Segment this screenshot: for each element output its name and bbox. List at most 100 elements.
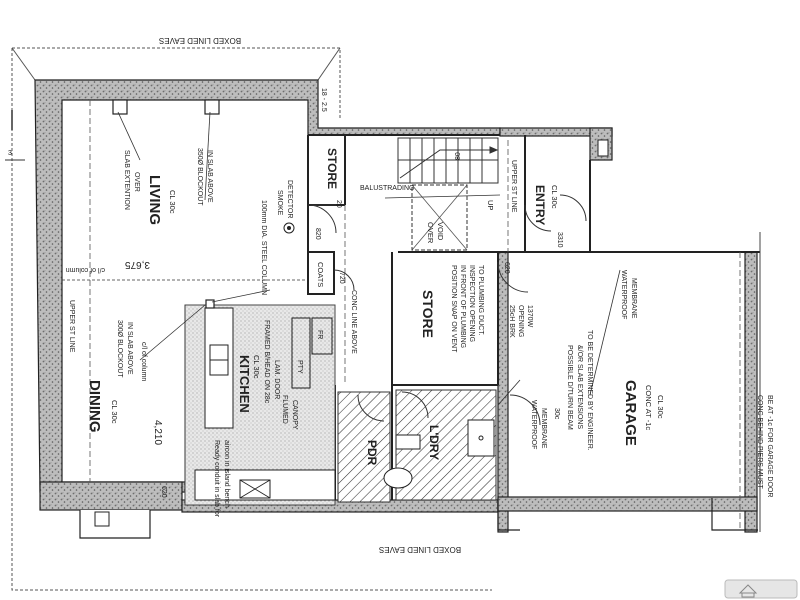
smoke-detector-icon-inner (287, 226, 291, 230)
store-upper-label: STORE (325, 148, 339, 189)
fridge-label: FR (316, 330, 323, 339)
toilet-bowl (383, 467, 413, 489)
kitchen-label: KITCHEN (237, 355, 252, 413)
garage-ceiling: CL 30c (656, 395, 665, 419)
garage-note-2: BE AT -1c FOR GARAGE DOOR (766, 395, 773, 497)
steel-column (205, 299, 215, 309)
dim-20: 20 (335, 200, 342, 208)
kitchen-canopy-note-2: CANOPY (291, 400, 298, 430)
dim-80: 80 (455, 152, 462, 160)
garage-pier (497, 498, 520, 531)
garage-note-1: CONC BEHIND PIERS MUST (756, 395, 763, 489)
store-note-4: TO PLUMBING DUCT. (477, 265, 484, 336)
waterproof-garage-2: MEMBRANE (630, 278, 637, 319)
void-area (411, 184, 468, 251)
smoke-detector-text: SMOKE (276, 190, 283, 216)
brick-opening-3: 1370W (526, 305, 533, 328)
blockout-column (112, 99, 128, 115)
door-swings (307, 194, 587, 426)
aircon-note-2: aircon in island bench (223, 440, 230, 508)
store-note-1: POSITION SNAP ON VENT (450, 265, 457, 353)
dim-720: 720 (338, 272, 345, 284)
living-label: LIVING (146, 175, 163, 225)
laundry-tub (467, 419, 495, 457)
dining-ceiling: CL 30c (110, 400, 119, 424)
upper-st-line-left: UPPER ST LINE (68, 300, 75, 353)
pantry-box (291, 317, 311, 389)
laundry-tub-drain (478, 435, 484, 441)
dim-3675-label: 3,675 (125, 259, 150, 270)
aircon-note: Ready conduit in slab for (213, 440, 220, 518)
kitchen-ceiling: CL 30c (252, 355, 261, 379)
waterproof-laundry-1: WATERPROOF (530, 400, 537, 449)
void-over-label: VOID (436, 222, 445, 241)
waterproof-laundry-2: MEMBRANE (540, 408, 547, 449)
smoke-detector-text-2: DETECTOR (286, 180, 293, 218)
eaves-diagonal (11, 47, 36, 81)
leader-lines (117, 111, 621, 406)
eaves-outline (11, 48, 492, 591)
blockout-300-note: 300Ø BLOCKOUT (116, 320, 123, 378)
pdr-label: PDR (365, 440, 379, 466)
balustrading-note: BALUSTRADING (360, 185, 414, 192)
brick-opening-2: OPENING (517, 305, 524, 337)
dining-label: DINING (86, 380, 103, 433)
entry-column (597, 139, 609, 157)
pdr-hatch (337, 391, 391, 503)
col-of-column-label: c/l of column (66, 266, 105, 273)
eaves-diagonal (317, 47, 341, 81)
brick-opening-1: 25cH BRK (508, 305, 515, 338)
garage-right-wall (744, 251, 758, 533)
living-ceiling: CL 30c (168, 190, 177, 214)
waterproof-garage-1: WATERPROOF (620, 270, 627, 319)
blockout-column (204, 99, 220, 115)
coats-label: COATS (316, 262, 325, 287)
kitchen-bench-note-2: LAM. DOOR (273, 360, 280, 399)
toilet-cistern (395, 434, 421, 450)
entry-label: ENTRY (533, 185, 547, 225)
in-slab-above-2-note: IN SLAB ABOVE (126, 322, 133, 375)
cooktop-cross (239, 479, 271, 499)
dim-3310: 3310 (556, 232, 563, 248)
dim-18-25: 18 - 2.5 (320, 88, 327, 112)
kitchen-bench (204, 307, 234, 429)
garage-label: GARAGE (622, 380, 639, 446)
window-bay (79, 510, 151, 539)
dim-820: 820 (314, 228, 321, 240)
conc-line-above-note: CONC LINE ABOVE (350, 290, 357, 354)
dim-3: 3 (8, 150, 12, 157)
entry-ceiling: CL 30c (550, 185, 559, 209)
garage-sub: CONC AT -1c (644, 385, 653, 430)
bottom-eaves-label: BOXED LINED EAVES (379, 545, 461, 554)
void-over-label-2: OVER (426, 222, 435, 244)
dim-30c: 30c (553, 408, 560, 420)
slab-over-note: OVER (133, 172, 140, 192)
upper-st-line-entry: UPPER ST LINE (510, 160, 517, 213)
watermark-badge (724, 579, 798, 599)
smoke-detector-icon (283, 222, 295, 234)
window-bay-inner (94, 511, 110, 527)
garage-pier (711, 498, 758, 531)
fridge-box (311, 317, 333, 355)
dim-620-entry: 620 (503, 262, 510, 274)
kitchen-bench-note: FRAMED B/HEAD ON 28c (263, 320, 270, 404)
house-icon (738, 584, 758, 598)
kitchen-cooktop (239, 479, 271, 499)
in-slab-above-note: IN SLAB ABOVE (206, 150, 213, 203)
col-of-column-2-note: c/l of column (140, 342, 147, 381)
kitchen-canopy-note: FLUMED (281, 395, 288, 424)
store-note-2: IN FRONT OF PLUMBING (459, 265, 466, 348)
slab-extention-note: SLAB EXTENTION (123, 150, 130, 210)
beam-note-2: &/OR SLAB EXTENSIONS (576, 345, 583, 429)
steel-column-note: 100mm DIA. STEEL COLUMN (260, 200, 267, 295)
store-note-3: INSPECTION OPENING (468, 265, 475, 342)
up-label: UP (486, 200, 495, 210)
garage-left-wall (497, 251, 509, 533)
garage-bottom-wall (497, 496, 758, 512)
pantry-label: PTY (296, 360, 303, 374)
dim-4210-label: 4,210 (152, 420, 163, 445)
blockout-350-note: 350Ø BLOCKOUT (196, 148, 203, 206)
store-lower-label: STORE (420, 290, 436, 338)
beam-note-1: POSSIBLE D/TURN BEAM (566, 345, 573, 430)
